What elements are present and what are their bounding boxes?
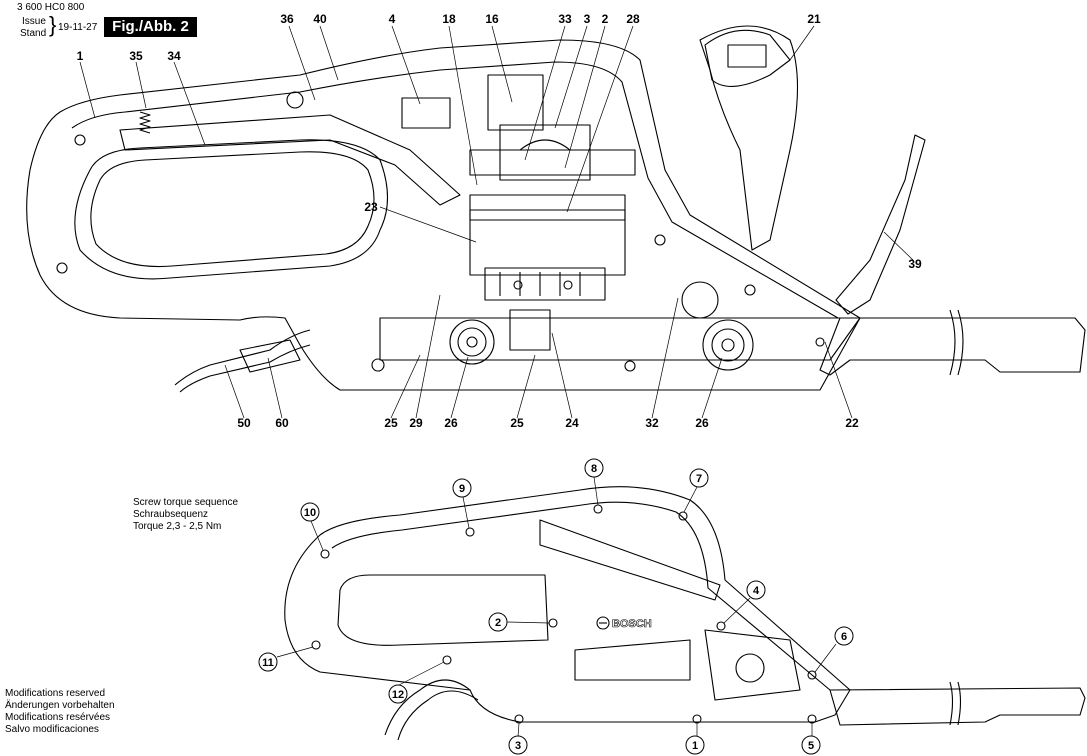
part-label: 16 (485, 12, 499, 26)
part-label: 33 (558, 12, 572, 26)
part-label: 35 (129, 49, 143, 63)
lower-handle-opening (337, 574, 549, 646)
screw-callout: 1 (692, 740, 698, 752)
stand-label: Stand (20, 28, 47, 39)
issue-label: Issue (22, 16, 46, 27)
part-label: 29 (409, 416, 423, 430)
modifications-es: Salvo modificaciones (5, 724, 99, 735)
part-label: 24 (565, 416, 579, 430)
part-label: 32 (645, 416, 659, 430)
doc-number: 3 600 HC0 800 (17, 2, 85, 13)
part-label: 21 (807, 12, 821, 26)
part-label: 36 (280, 12, 294, 26)
part-label: 34 (167, 49, 181, 63)
screw-callout: 4 (753, 585, 760, 597)
handle-opening (74, 139, 388, 280)
housing-outline (26, 39, 861, 391)
screw-callout: 5 (808, 740, 814, 752)
part-label: 22 (845, 416, 859, 430)
bosch-logo-icon (596, 616, 610, 630)
screw-callout: 6 (841, 631, 847, 643)
part-label: 3 (584, 12, 591, 26)
issue-date: 19-11-27 (58, 22, 98, 33)
part-label: 25 (510, 416, 524, 430)
part-label: 2 (602, 12, 609, 26)
part-label: 1 (77, 49, 84, 63)
gear-right (702, 319, 754, 371)
modifications-en: Modifications reserved (5, 688, 106, 699)
front-handle (699, 25, 798, 251)
part-label: 50 (237, 416, 251, 430)
brand-mark: BOSCH (612, 618, 652, 630)
screw-callout: 2 (495, 617, 501, 629)
part-label: 28 (626, 12, 640, 26)
part-label: 40 (313, 12, 327, 26)
hand-guard (835, 134, 926, 315)
motor-block (469, 194, 626, 276)
blade-top (819, 317, 1086, 376)
part-label: 39 (908, 257, 922, 271)
modifications-fr: Modifications resérvées (5, 712, 111, 723)
part-label: 26 (695, 416, 709, 430)
screw-callout: 12 (392, 689, 404, 701)
torque-note-value: Torque 2,3 - 2,5 Nm (133, 521, 222, 532)
power-cable (174, 329, 311, 386)
screw-callout: 7 (696, 473, 702, 485)
torque-note-de: Schraubsequenz (133, 509, 209, 520)
screw-callout: 11 (262, 657, 274, 669)
gear-left (449, 319, 495, 365)
part-label: 25 (384, 416, 398, 430)
part-label: 4 (389, 12, 396, 26)
part-label: 60 (275, 416, 289, 430)
screw-callout: 3 (515, 740, 521, 752)
lower-housing-outline (284, 486, 851, 723)
part-label: 23 (364, 200, 378, 214)
modifications-de: Änderungen vorbehalten (5, 700, 115, 711)
screw-callout: 9 (459, 483, 465, 495)
brace-icon: } (49, 12, 57, 37)
screw-callout: 8 (591, 463, 597, 475)
part-label: 26 (444, 416, 458, 430)
screw-callout: 10 (304, 507, 316, 519)
part-label: 18 (442, 12, 456, 26)
screw-heads (311, 504, 817, 724)
figure-label: Fig./Abb. 2 (104, 17, 197, 37)
torque-note-en: Screw torque sequence (133, 497, 239, 508)
